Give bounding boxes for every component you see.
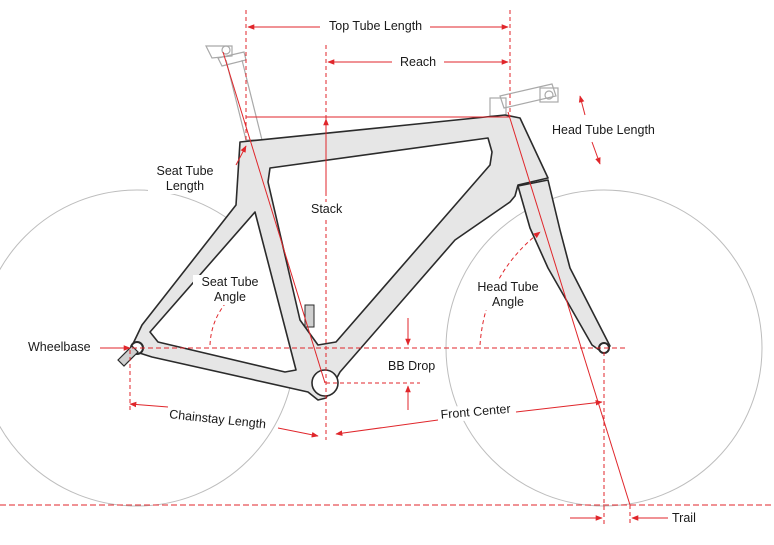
bottle-bosses (304, 304, 315, 328)
label-wheelbase: Wheelbase (26, 340, 93, 355)
label-stack: Stack (309, 202, 345, 217)
seat-tube-axis (222, 51, 326, 384)
label-seat-tube-length: Seat Tube Length (148, 164, 222, 194)
steering-axis (507, 111, 631, 506)
label-head-tube-length: Head Tube Length (550, 123, 657, 138)
dimension-arrows (100, 24, 668, 521)
fork (517, 179, 611, 353)
head-tube-length-arrow-bottom (591, 141, 601, 165)
label-reach: Reach (398, 55, 439, 70)
label-trail: Trail (670, 511, 698, 526)
label-top-tube-length: Top Tube Length (327, 19, 425, 34)
front-center-arrow-left (335, 419, 439, 436)
label-bb-drop: BB Drop (386, 359, 438, 374)
seatpost (205, 45, 263, 141)
chainstay-arrow-left (129, 401, 169, 408)
bike-frame (117, 114, 611, 401)
chainstay-arrow-right (277, 427, 319, 438)
label-head-tube-angle: Head Tube Angle (470, 280, 546, 310)
seat-tube-length-arrow (235, 145, 247, 166)
label-seat-tube-angle: Seat Tube Angle (193, 275, 267, 305)
front-center-arrow-right (515, 399, 603, 413)
geometry-lines (0, 10, 774, 525)
derailleur-hanger (117, 345, 139, 367)
head-tube-length-arrow-top (578, 95, 586, 116)
stem (489, 83, 559, 117)
front-triangle-cutout (267, 137, 493, 346)
